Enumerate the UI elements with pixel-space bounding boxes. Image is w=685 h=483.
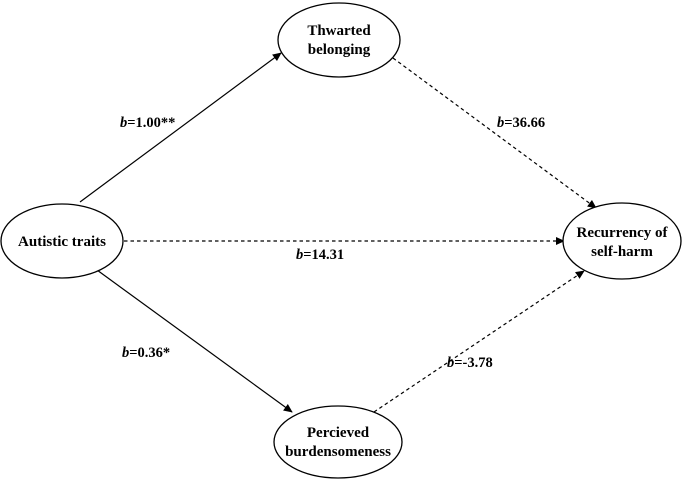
path-a1-prefix: b [120,115,127,131]
node-thwarted-belonging-line1: Thwarted [307,23,371,39]
path-a2-label: b=0.36* [122,345,170,361]
path-direct-prefix: b [296,247,303,263]
node-autistic-traits-label: Autistic traits [18,234,106,250]
path-b2-label: b=-3.78 [447,355,493,371]
node-perceived-burdensomeness-line1: Percieved [307,425,370,441]
path-b1-prefix: b [497,115,504,131]
node-thwarted-belonging: Thwarted belonging [277,2,401,78]
path-b2-arrow [373,270,585,413]
node-perceived-burdensomeness: Percieved burdensomeness [273,405,403,479]
node-autistic-traits: Autistic traits [0,203,124,279]
node-thwarted-belonging-line2: belonging [308,42,371,58]
node-recurrency-self-harm: Recurrency of self-harm [562,202,682,280]
path-b2-prefix: b [447,355,454,371]
path-b1-label: b=36.66 [497,115,545,131]
node-perceived-burdensomeness-line2: burdensomeness [285,444,391,460]
path-a2-prefix: b [122,345,129,361]
path-a2-arrow [96,269,293,413]
path-a1-value: =1.00** [127,115,175,131]
path-direct-label: b=14.31 [296,247,344,263]
path-a1-label: b=1.00** [120,115,175,131]
path-b1-value: =36.66 [504,115,545,131]
path-a1-arrow [79,52,282,203]
path-b2-value: =-3.78 [454,355,492,371]
path-direct-value: =14.31 [303,247,344,263]
node-recurrency-line2: self-harm [591,244,653,260]
path-a2-value: =0.36* [129,345,170,361]
path-b1-arrow [392,57,597,209]
node-recurrency-line1: Recurrency of [577,225,669,241]
